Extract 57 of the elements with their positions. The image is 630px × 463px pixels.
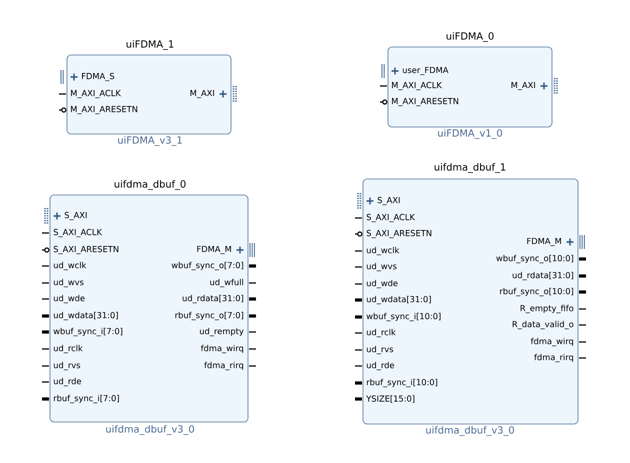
ip-version-label: uifdma_dbuf_v3_0 <box>106 425 194 435</box>
pin-label: ud_rvs <box>54 362 80 370</box>
ip-version-label: uiFDMA_v1_0 <box>438 129 502 139</box>
pin-label: ud_rdata[31:0] <box>182 294 244 304</box>
pin-label: fdma_rirq <box>204 362 244 370</box>
pin-label: S_AXI_ARESETN <box>54 246 118 254</box>
pin-label: ud_rde <box>54 378 82 386</box>
pin-label: wbuf_sync_o[7:0] <box>172 262 244 270</box>
pin-label: ud_rclk <box>54 344 83 354</box>
pin-label: FDMA_S <box>82 72 114 82</box>
pin-label: ud_wdata[31:0] <box>366 296 431 304</box>
pin-label: user_FDMA <box>402 67 448 75</box>
pin-label: wbuf_sync_i[7:0] <box>54 328 122 336</box>
pin-label: ud_wfull <box>210 278 244 288</box>
pin-label: ud_wclk <box>54 262 86 270</box>
pin-label: ud_rdata[31:0] <box>512 272 574 280</box>
pin-label: M_AXI_ACLK <box>392 82 442 90</box>
ip-version-label: uiFDMA_v3_1 <box>118 136 182 146</box>
pin-label: FDMA_M <box>527 238 561 246</box>
pin-label: wbuf_sync_i[10:0] <box>366 312 440 322</box>
pin-label: fdma_rirq <box>534 354 574 362</box>
pin-label: S_AXI <box>378 196 400 206</box>
pin-label: M_AXI <box>190 90 214 98</box>
pin-label: ud_wvs <box>54 278 84 288</box>
block-title: uifdma_dbuf_0 <box>114 180 186 190</box>
pin-label: ud_wvs <box>366 262 396 272</box>
pin-label: ud_wclk <box>366 246 400 256</box>
pin-label: R_empty_fifo <box>520 304 574 314</box>
pin-label: M_AXI_ARESETN <box>71 106 138 114</box>
pin-label: FDMA_M <box>197 246 231 254</box>
pin-label: ud_rde <box>366 362 394 370</box>
pin-label: S_AXI_ARESETN <box>366 230 432 238</box>
block-title: uifdma_dbuf_1 <box>434 163 506 173</box>
pin-label: wbuf_sync_o[10:0] <box>496 254 574 264</box>
pin-label: ud_wde <box>54 294 85 304</box>
pin-label: S_AXI_ACLK <box>366 214 416 222</box>
pin-label: M_AXI <box>512 82 535 90</box>
pin-label: rbuf_sync_i[7:0] <box>54 394 119 404</box>
block-title: uiFDMA_1 <box>126 40 174 50</box>
pin-label: ud_wde <box>366 280 398 288</box>
pin-label: fdma_wirq <box>530 338 574 346</box>
pin-label: rbuf_sync_o[10:0] <box>500 288 574 296</box>
pin-label: M_AXI_ARESETN <box>392 98 458 106</box>
pin-label: fdma_wirq <box>200 344 244 354</box>
pin-label: rbuf_sync_i[10:0] <box>366 378 438 388</box>
ip-version-label: uifdma_dbuf_v3_0 <box>426 426 514 436</box>
block-title: uiFDMA_0 <box>446 32 494 42</box>
pin-label: ud_wdata[31:0] <box>54 312 118 320</box>
pin-label: R_data_valid_o <box>512 320 574 330</box>
pin-label: S_AXI <box>64 212 87 220</box>
pin-label: S_AXI_ACLK <box>54 228 102 238</box>
pin-label: M_AXI_ACLK <box>71 90 122 98</box>
pin-label: ud_rvs <box>366 346 394 354</box>
pin-label: rbuf_sync_o[7:0] <box>175 312 244 320</box>
pin-label: ud_rempty <box>200 328 244 336</box>
pin-label: YSIZE[15:0] <box>366 395 414 403</box>
pin-label: ud_rclk <box>366 328 396 338</box>
